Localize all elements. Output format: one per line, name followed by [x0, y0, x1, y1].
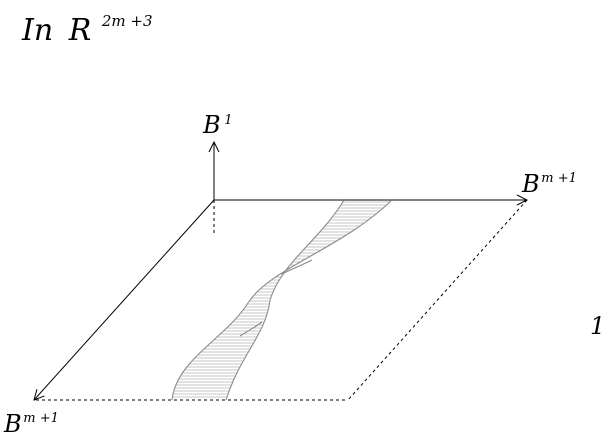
title-prefix: In [21, 13, 53, 48]
band-upper-crossing [281, 259, 313, 275]
front-axis [34, 199, 215, 400]
band-lower-crossing [239, 321, 263, 337]
vertical-axis-label: B 1 [202, 111, 233, 139]
right-axis-base: B [521, 170, 540, 198]
right-axis-exponent: m +1 [541, 171, 577, 186]
band-right-edge [171, 199, 393, 401]
band-hatching [172, 201, 392, 398]
vertical-axis-exponent: 1 [224, 113, 232, 128]
edge-glyph: 1 [590, 312, 605, 340]
title-exponent: 2m +3 [101, 12, 153, 30]
band-left-edge [225, 199, 345, 401]
front-axis-base: B [3, 410, 22, 438]
vertical-axis-base: B [202, 111, 221, 139]
right-axis-label: B m +1 [521, 170, 577, 198]
front-axis-label: B m +1 [3, 410, 59, 438]
plane-right-edge [347, 199, 528, 401]
twisted-band [171, 199, 393, 401]
title-base: R [68, 13, 92, 48]
front-axis-exponent: m +1 [23, 411, 59, 426]
title-text: In R 2m +3 [21, 12, 153, 48]
